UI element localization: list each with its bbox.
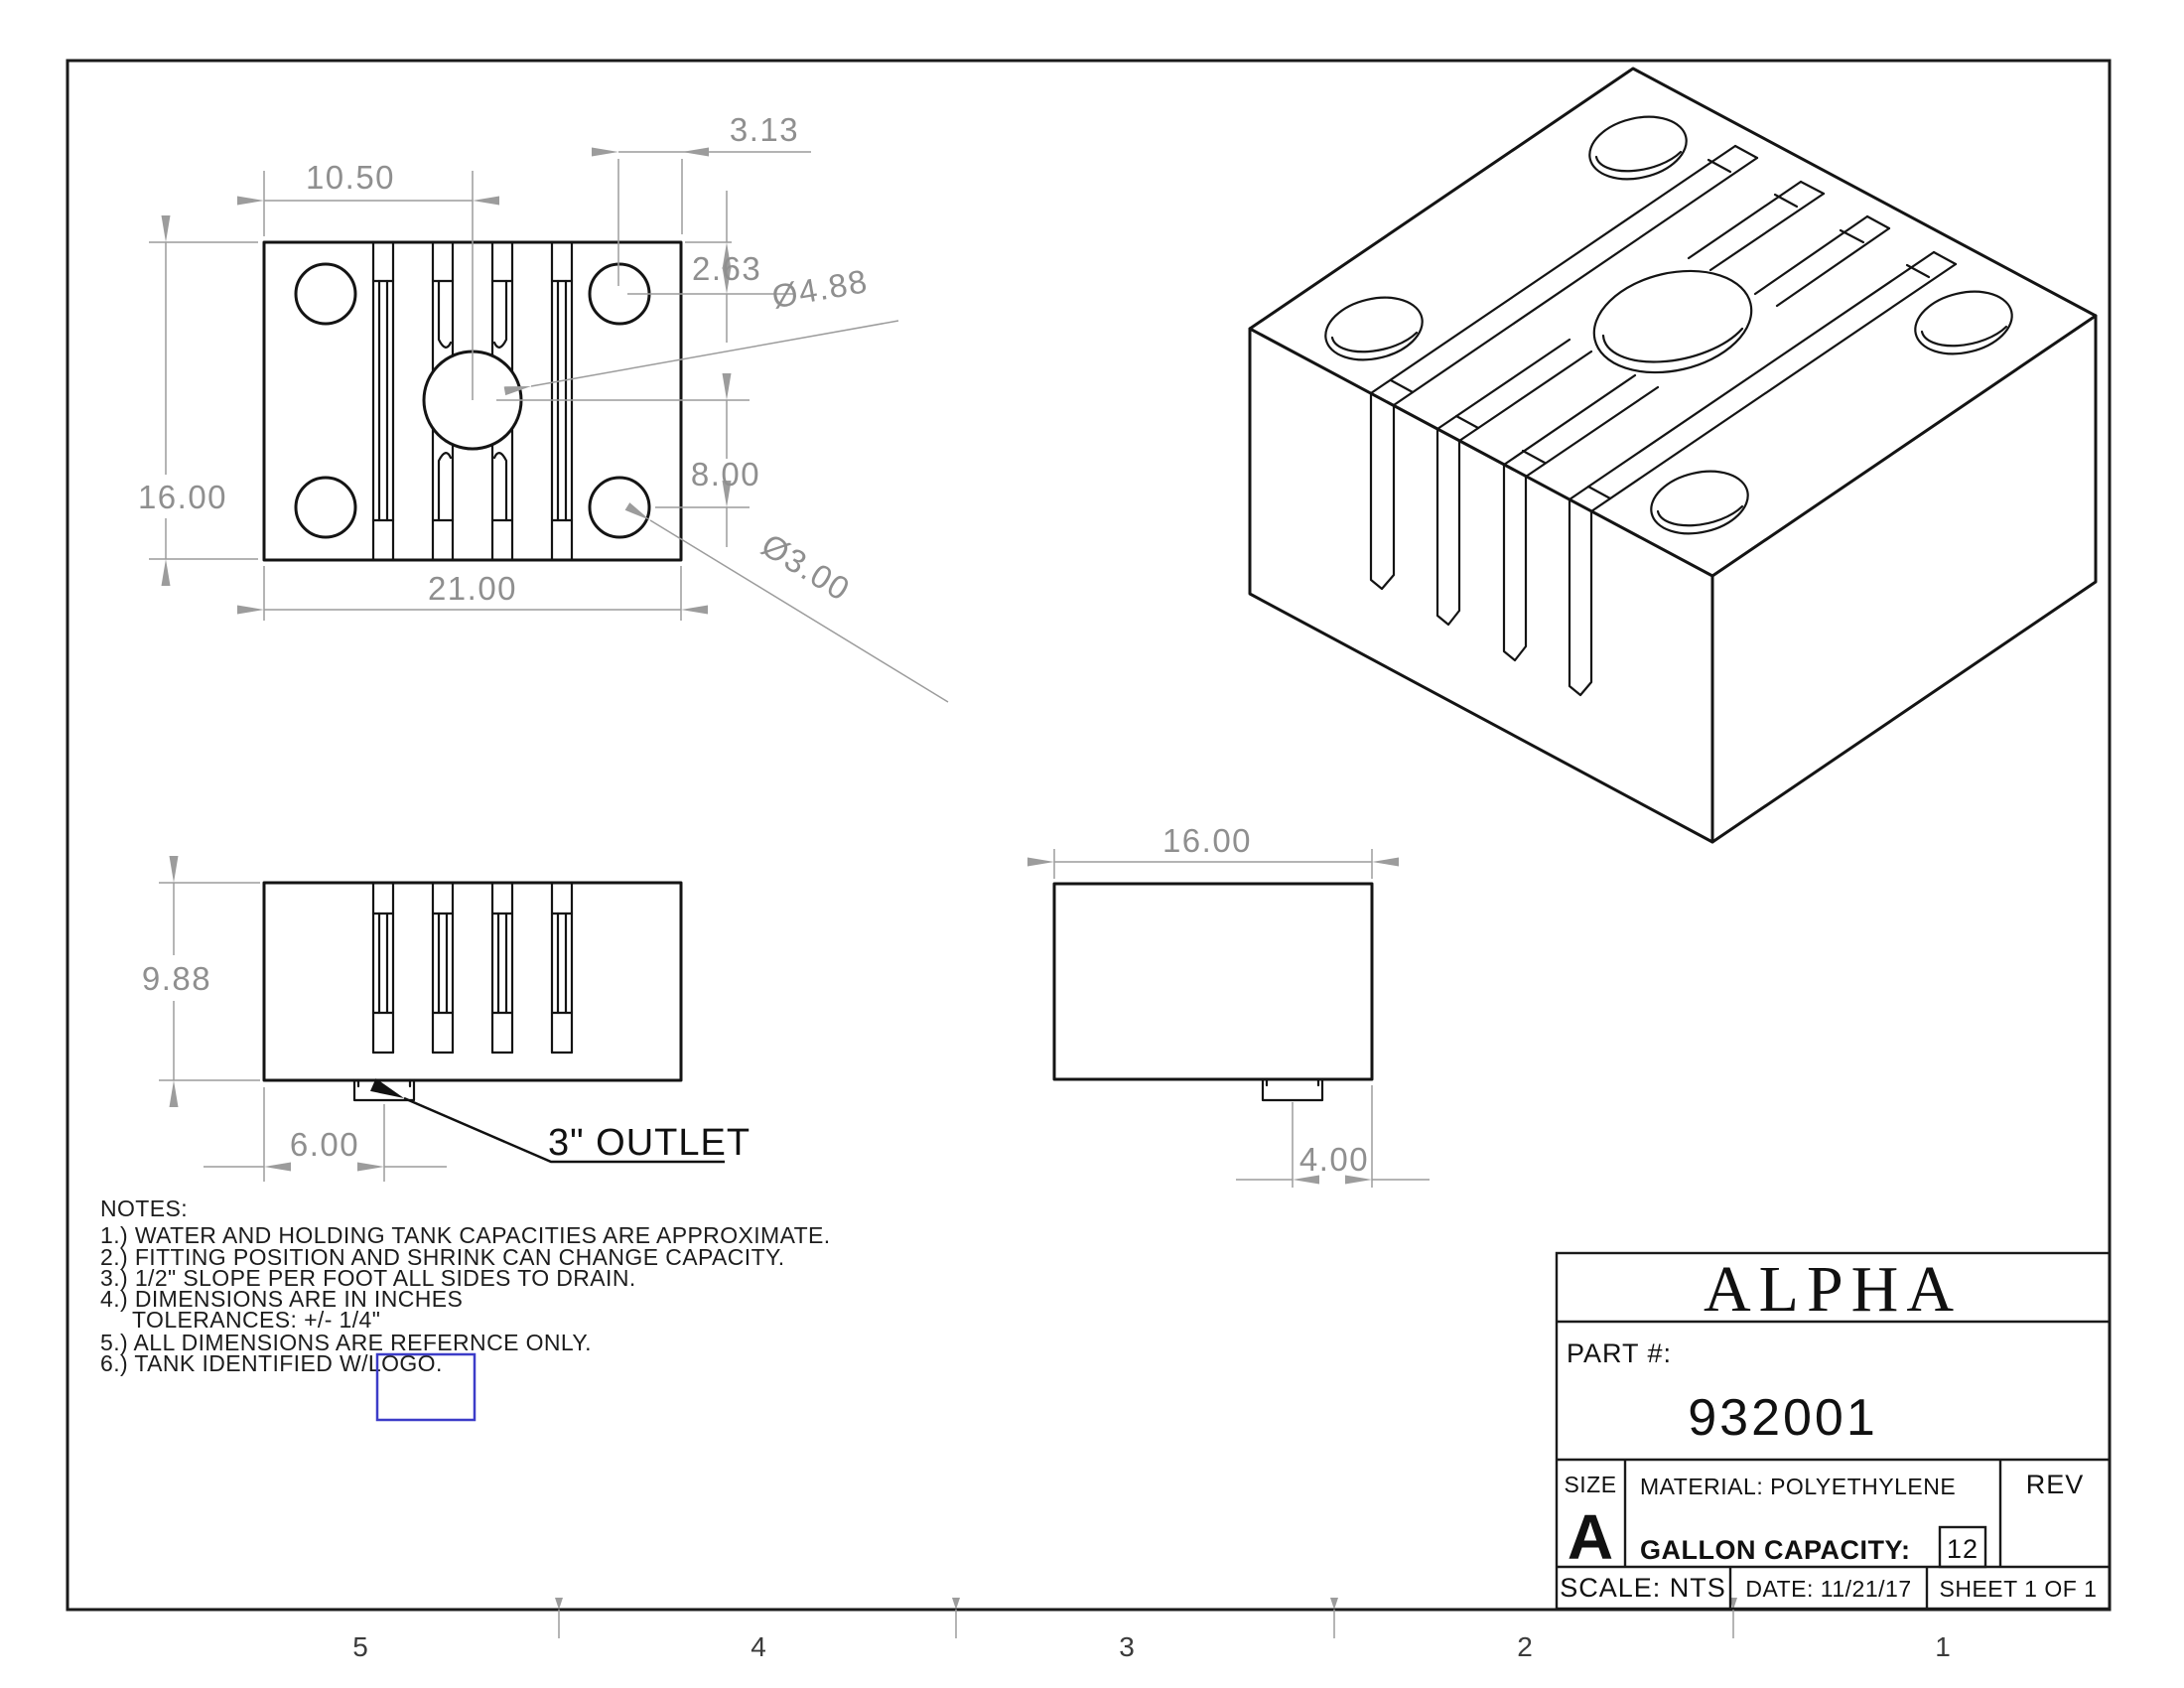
note-line-3: 3.) 1/2" SLOPE PER FOOT ALL SIDES TO DRA… bbox=[100, 1265, 636, 1291]
note-line-4b: TOLERANCES: +/- 1/4" bbox=[132, 1307, 380, 1333]
company-name: ALPHA bbox=[1704, 1253, 1962, 1326]
scale-field: SCALE: NTS bbox=[1560, 1573, 1726, 1603]
rev-label: REV bbox=[2026, 1470, 2085, 1499]
dim-hole-offset-y: 2.63 bbox=[692, 250, 761, 287]
zone-label-5: 5 bbox=[352, 1631, 368, 1662]
dim-hole-offset-x: 3.13 bbox=[730, 111, 799, 148]
dim-vertical-8: 8.00 bbox=[691, 456, 760, 492]
part-number-label: PART #: bbox=[1567, 1338, 1672, 1368]
note-line-5: 5.) ALL DIMENSIONS ARE REFERNCE ONLY. bbox=[100, 1330, 592, 1355]
zone-label-4: 4 bbox=[751, 1631, 766, 1662]
size-value: A bbox=[1568, 1501, 1613, 1573]
dim-front-height: 9.88 bbox=[142, 960, 211, 997]
dim-corner-hole-dia: Ø3.00 bbox=[755, 526, 857, 608]
logo-box bbox=[375, 1352, 477, 1422]
note-line-2: 2.) FITTING POSITION AND SHRINK CAN CHAN… bbox=[100, 1244, 785, 1270]
title-block: ALPHA PART #: 932001 SIZE A MATERIAL: PO… bbox=[1555, 1251, 2112, 1611]
zone-label-1: 1 bbox=[1935, 1631, 1951, 1662]
capacity-box bbox=[1938, 1525, 1987, 1569]
size-label: SIZE bbox=[1564, 1472, 1616, 1497]
note-line-4: 4.) DIMENSIONS ARE IN INCHES bbox=[100, 1286, 463, 1312]
dim-side-outlet-offset: 4.00 bbox=[1299, 1141, 1369, 1178]
capacity-value: 12 bbox=[1947, 1534, 1979, 1564]
dim-top-half-width: 10.50 bbox=[306, 159, 395, 196]
dim-center-hole-dia: Ø4.88 bbox=[769, 262, 871, 315]
date-field: DATE: 11/21/17 bbox=[1745, 1576, 1911, 1602]
note-line-1: 1.) WATER AND HOLDING TANK CAPACITIES AR… bbox=[100, 1222, 831, 1248]
notes-title: NOTES: bbox=[100, 1196, 188, 1221]
front-view: 9.88 6.00 3" OUTLET bbox=[142, 856, 751, 1182]
side-view: 16.00 4.00 bbox=[1027, 822, 1430, 1188]
material-field: MATERIAL: POLYETHYLENE bbox=[1640, 1474, 1956, 1499]
sheet-field: SHEET 1 OF 1 bbox=[1940, 1576, 2098, 1602]
dim-top-width: 21.00 bbox=[428, 570, 517, 607]
top-view: 10.50 3.13 2.63 8.00 21.00 16.00 Ø4.88 bbox=[138, 111, 949, 703]
dim-outlet-offset: 6.00 bbox=[290, 1126, 359, 1163]
capacity-label: GALLON CAPACITY: bbox=[1640, 1535, 1910, 1565]
part-number-value: 932001 bbox=[1688, 1389, 1878, 1447]
dim-side-width: 16.00 bbox=[1162, 822, 1252, 859]
notes-block: NOTES: 1.) WATER AND HOLDING TANK CAPACI… bbox=[100, 1196, 831, 1422]
outlet-label: 3" OUTLET bbox=[548, 1122, 751, 1164]
zone-label-3: 3 bbox=[1119, 1631, 1135, 1662]
zone-label-2: 2 bbox=[1517, 1631, 1533, 1662]
sheet-frame: 5 4 3 2 1 bbox=[66, 59, 2112, 1662]
dim-top-height: 16.00 bbox=[138, 479, 227, 515]
isometric-view bbox=[1248, 67, 2098, 844]
